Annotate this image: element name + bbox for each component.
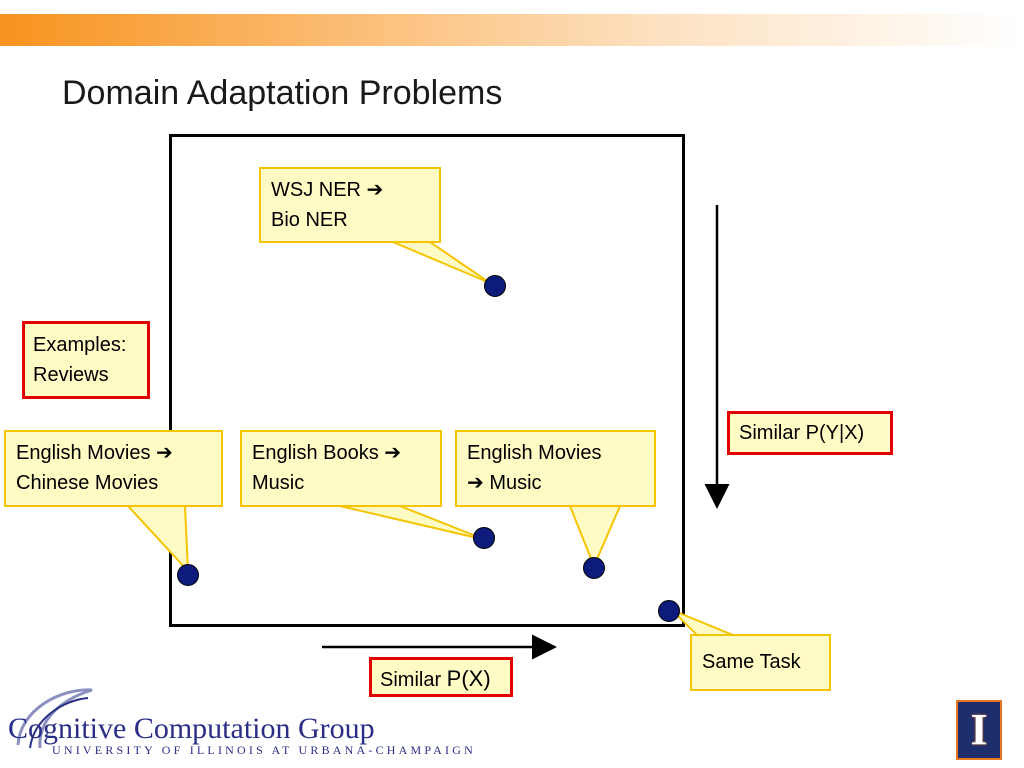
examples-label: Examples: [33, 334, 127, 356]
dot-wsj-bio [484, 275, 506, 297]
wsj-callout-tail [392, 241, 491, 284]
slide-title: Domain Adaptation Problems [62, 74, 503, 112]
domain-space-square [169, 134, 685, 627]
callout-wsj-line1: WSJ NER ➔ [271, 179, 384, 201]
callout-eng-chinese-line1: English Movies ➔ [16, 442, 173, 464]
block-i-mark: I [970, 705, 988, 754]
callout-eng-chinese-line2: Chinese Movies [16, 472, 159, 494]
examples-reviews-box: Examples: Reviews [22, 321, 150, 399]
callout-books-music-line1: English Books ➔ [252, 442, 402, 464]
callout-same-task: Same Task [690, 634, 831, 691]
dot-same-task [658, 600, 680, 622]
eng-chinese-callout-tail [125, 505, 190, 574]
logo-swoosh [16, 688, 93, 749]
books-music-callout-tail [339, 505, 487, 541]
similar-py-x-label-box: Similar P(Y|X) [727, 411, 893, 455]
university-block-i-logo: I [956, 700, 1002, 760]
callout-same-task-label: Same Task [702, 651, 801, 673]
header-accent-bar [0, 14, 1024, 46]
similar-px-suffix: P(X) [446, 666, 491, 691]
callout-movies-music: English Movies ➔ Music [455, 430, 656, 507]
dot-movies-music [583, 557, 605, 579]
callout-books-music: English Books ➔ Music [240, 430, 442, 507]
reviews-label: Reviews [33, 364, 109, 386]
callout-wsj-bio: WSJ NER ➔ Bio NER [259, 167, 441, 243]
dot-eng-chinese [177, 564, 199, 586]
callout-eng-chinese: English Movies ➔ Chinese Movies [4, 430, 223, 507]
callout-wsj-line2: Bio NER [271, 209, 348, 231]
similar-px-label-box: Similar P(X) [369, 657, 513, 697]
callout-movies-music-line2: ➔ Music [467, 472, 542, 494]
logo-group-name: Cognitive Computation Group [8, 712, 375, 745]
logo-university-subtitle: UNIVERSITY OF ILLINOIS AT URBANA-CHAMPAI… [52, 743, 476, 757]
similar-px-prefix: Similar [380, 669, 447, 691]
callout-movies-music-line1: English Movies [467, 442, 602, 464]
callout-books-music-line2: Music [252, 472, 305, 494]
similar-py-x-label: Similar P(Y|X) [739, 422, 865, 444]
dot-books-music [473, 527, 495, 549]
